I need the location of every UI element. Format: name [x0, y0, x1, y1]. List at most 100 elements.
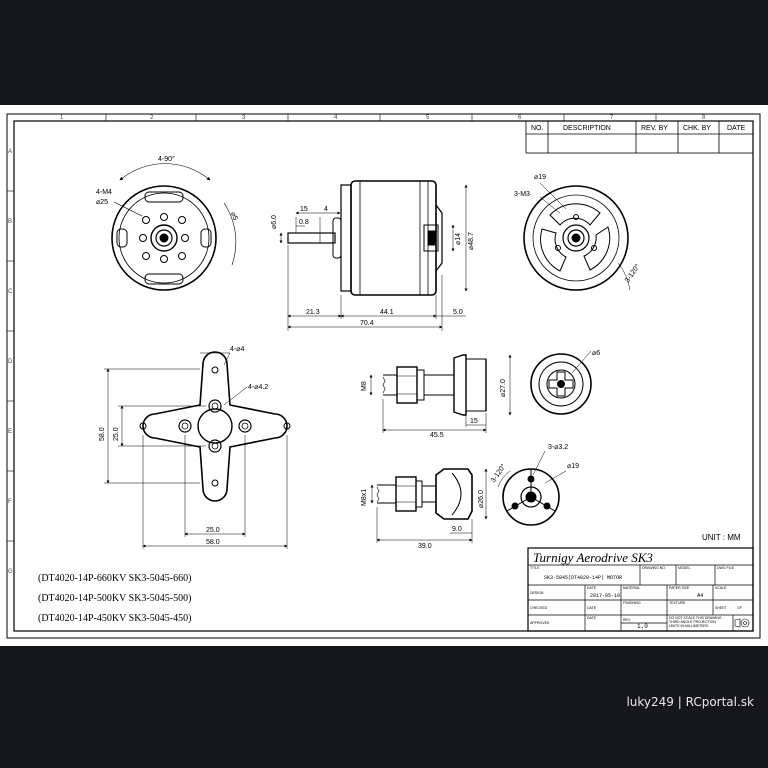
grid-left-c: C [8, 289, 13, 295]
grid-top-2: 2 [150, 115, 154, 121]
variant-500kv: (DT4020-14P-500KV SK3-5045-500) [38, 593, 191, 604]
dim-adapt2-m8: M8x1 [361, 489, 368, 506]
material-label: MATERIAL [623, 586, 640, 590]
approved-label: APPROVED [530, 621, 550, 625]
dim-side-441: 44.1 [380, 309, 394, 316]
outer-border [6, 113, 761, 639]
dim-adapt2-90: 9.0 [452, 526, 462, 533]
title-block [527, 547, 754, 632]
design-label: DESIGN [530, 591, 544, 595]
dim-side-50: 5.0 [453, 309, 463, 316]
watermark-credit: luky249 | RCportal.sk [626, 695, 754, 709]
date2-label: DATE [587, 606, 597, 610]
rev-header-no: NO. [531, 125, 544, 132]
motor-rear-view [523, 182, 631, 291]
checked-label: CHECKED [530, 606, 548, 610]
prop-adapter-side-view [369, 354, 512, 433]
revision-table [525, 120, 754, 154]
prop-adapter-2-end-view [497, 450, 567, 526]
dim-cross-4d42: 4-⌀4.2 [248, 384, 268, 391]
finishing-label: FINISHING [623, 601, 641, 605]
grid-left-d: D [8, 359, 13, 365]
dim-side-08: 0.8 [299, 219, 309, 226]
texture-label: TEXTURE [669, 601, 686, 605]
dim-front-angle: 4-90° [158, 155, 175, 163]
grid-top-8: 8 [702, 115, 706, 121]
paper-size-value: A4 [697, 593, 703, 599]
scale-label: SCALE [715, 586, 727, 590]
grid-top-6: 6 [518, 115, 522, 121]
dim-adapt2-d19: ⌀19 [567, 463, 579, 470]
dim-side-d60: ⌀6.0 [271, 215, 278, 229]
inner-border [13, 120, 754, 632]
projection-symbol-icon [734, 618, 750, 628]
dim-front-r: ⌀5 [229, 211, 238, 221]
grid-left-e: E [8, 429, 12, 435]
date-value: 2017-05-10 [590, 593, 620, 599]
rev-header-description: DESCRIPTION [563, 125, 611, 132]
dim-cross-580v: 58.0 [99, 427, 106, 441]
title-main: Turnigy Aerodrive SK3 [533, 550, 653, 565]
unit-label: UNIT : MM [702, 533, 741, 542]
motor-side-view [279, 180, 468, 331]
dim-adapt-15: 15 [470, 418, 478, 425]
dim-rear-angle: 3-120° [623, 262, 642, 284]
paper-size-label: PAPER SIZE [669, 586, 690, 590]
rev-header-chk-by: CHK. BY [683, 125, 711, 132]
grid-top-3: 3 [242, 115, 246, 121]
grid-left-a: A [8, 149, 12, 155]
dim-rear-m3: 3-M3 [514, 191, 530, 198]
dim-adapt-m8: M8 [361, 381, 368, 391]
grid-left-g: G [8, 569, 13, 575]
title-subtitle: SK3-5045(DT4020-14P) MOTOR [544, 575, 622, 581]
date-label: DATE [587, 586, 597, 590]
drawing-sheet: 1 2 3 4 5 6 7 8 A B C D E F G NO. DESCRI… [0, 105, 768, 646]
dim-adapt2-390: 39.0 [418, 543, 432, 550]
prop-adapter-2-side-view [370, 468, 488, 543]
dim-front-m4: 4-M4 [96, 189, 112, 196]
sheet-label: SHEET [715, 606, 728, 610]
prop-adapter-end-view [530, 350, 592, 415]
model-label: MODEL [678, 566, 691, 570]
dim-adapt2-d260: ⌀26.0 [478, 490, 485, 508]
grid-top-1: 1 [60, 115, 64, 121]
note-line-3: UNITS IN MILLIMETERS [669, 624, 709, 628]
drawing-no-label: DRAWING NO. [642, 566, 666, 570]
grid-left-f: F [8, 499, 12, 505]
dim-side-15: 15 [300, 206, 308, 213]
dim-adapt2-angle: 3-120° [489, 462, 508, 484]
grid-left-b: B [8, 219, 12, 225]
dim-side-4: 4 [324, 206, 328, 213]
dim-adapt-455: 45.5 [430, 432, 444, 439]
dwg-file-label: DWG FILE [717, 566, 735, 570]
grid-top-4: 4 [334, 115, 338, 121]
rev-value: 1.0 [637, 623, 648, 630]
date3-label: DATE [587, 616, 597, 620]
rev-header-rev-by: REV. BY [641, 125, 668, 132]
rev-label: REV. [623, 618, 631, 622]
dim-adapt-d6: ⌀6 [592, 350, 600, 357]
dim-rear-d19: ⌀19 [534, 174, 546, 181]
dim-cross-4d4: 4-⌀4 [230, 346, 244, 353]
dim-adapt2-3d32: 3-⌀3.2 [548, 444, 568, 451]
technical-drawing: 1 2 3 4 5 6 7 8 A B C D E F G NO. DESCRI… [6, 113, 761, 639]
note-line-1: DO NOT SCALE THIS DRAWING [669, 616, 722, 620]
note-line-2: THIRD ANGLE PROJECTION [669, 620, 716, 624]
title-label: TITLE [530, 566, 540, 570]
variant-450kv: (DT4020-14P-450KV SK3-5045-450) [38, 613, 191, 624]
dim-side-d487: ⌀48.7 [468, 232, 475, 250]
dim-adapt-d270: ⌀27.0 [500, 379, 507, 397]
dim-side-704: 70.4 [360, 320, 374, 327]
grid-top-5: 5 [426, 115, 430, 121]
dim-cross-250h: 25.0 [206, 527, 220, 534]
dim-side-d14: ⌀14 [455, 233, 462, 245]
variant-660kv: (DT4020-14P-660KV SK3-5045-660) [38, 573, 191, 584]
rev-header-date: DATE [727, 125, 745, 132]
motor-front-view [111, 163, 237, 291]
dim-side-213: 21.3 [306, 309, 320, 316]
dim-cross-580h: 58.0 [206, 539, 220, 546]
grid-top-7: 7 [610, 115, 614, 121]
dim-cross-250v: 25.0 [113, 427, 120, 441]
cross-mount-view [104, 351, 291, 549]
sheet-of: OF [737, 606, 742, 610]
